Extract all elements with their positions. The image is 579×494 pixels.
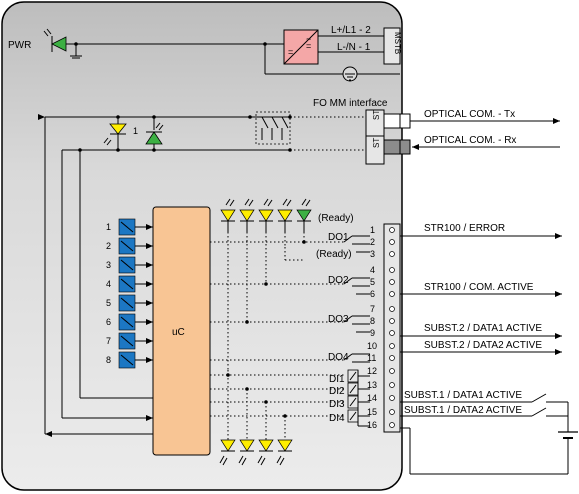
svg-text:DO1: DO1 [328, 232, 349, 243]
subst2-data1-label: SUBST.2 / DATA1 ACTIVE [424, 323, 542, 334]
fo-led-number: 1 [133, 126, 138, 136]
microcontroller-block [152, 206, 211, 456]
microcontroller-label: uC [172, 327, 185, 338]
dip-switch[interactable]: 7 [106, 332, 153, 350]
svg-text:1: 1 [370, 225, 375, 235]
led-yellow-icon [219, 439, 236, 466]
svg-text:4: 4 [106, 279, 111, 289]
svg-text:DI4: DI4 [329, 413, 345, 424]
str-error-label: STR100 / ERROR [424, 223, 505, 234]
svg-text:5: 5 [370, 277, 375, 287]
terminal-numbers: 1 2 3 4 5 6 7 8 9 10 11 12 13 14 15 16 [367, 225, 377, 430]
status-led-row-top [220, 198, 312, 232]
dip-switch[interactable]: 2 [106, 237, 153, 255]
svg-text:DI1: DI1 [329, 374, 345, 385]
led-yellow-icon [276, 439, 293, 466]
svg-text:DI2: DI2 [329, 386, 345, 397]
svg-text:3: 3 [370, 249, 375, 259]
svg-text:8: 8 [106, 355, 111, 365]
led-yellow-icon [277, 198, 293, 232]
svg-text:MSTB: MSTB [393, 32, 402, 54]
svg-text:6: 6 [106, 317, 111, 327]
supply-l-plus-label: L+/L1 - 2 [331, 25, 371, 36]
svg-text:3: 3 [106, 260, 111, 270]
subst2-data2-label: SUBST.2 / DATA2 ACTIVE [424, 340, 542, 351]
ground-icon [342, 66, 358, 82]
svg-text:ST: ST [372, 110, 381, 120]
fo-tx-led-icon [103, 123, 127, 150]
dip-switch[interactable]: 5 [106, 294, 153, 312]
fo-interface-label: FO MM interface [313, 98, 388, 109]
digital-output: DO1 [210, 232, 370, 253]
led-yellow-icon [238, 439, 255, 466]
supply-l-minus-label: L-/N - 1 [337, 42, 371, 53]
svg-text:4: 4 [370, 265, 375, 275]
svg-text:=: = [306, 41, 311, 51]
svg-text:8: 8 [370, 316, 375, 326]
svg-text:DO2: DO2 [328, 275, 349, 286]
svg-text:7: 7 [106, 336, 111, 346]
led-yellow-icon [239, 198, 255, 232]
led-green-ready-icon [296, 198, 312, 232]
svg-text:2: 2 [370, 237, 375, 247]
ready-do1-label: (Ready) [316, 249, 352, 260]
svg-text:DO4: DO4 [328, 352, 349, 363]
power-supply-icon: = ~ = [283, 29, 319, 65]
svg-text:2: 2 [106, 241, 111, 251]
svg-text:15: 15 [367, 407, 377, 417]
dip-switch[interactable]: 1 [106, 218, 153, 236]
terminal-screws [389, 227, 395, 428]
dip-switch[interactable]: 4 [106, 275, 153, 293]
subst1-data2-label: SUBST.1 / DATA2 ACTIVE [404, 405, 522, 416]
svg-text:9: 9 [370, 328, 375, 338]
svg-text:1: 1 [106, 222, 111, 232]
optical-rx-label: OPTICAL COM. - Rx [424, 135, 516, 146]
dip-switch[interactable]: 3 [106, 256, 153, 274]
svg-text:DO3: DO3 [328, 314, 349, 325]
svg-text:10: 10 [367, 341, 377, 351]
battery-icon [558, 431, 578, 439]
led-yellow-icon [258, 198, 274, 232]
pwr-led-icon [43, 28, 72, 52]
digital-input: DI3 [210, 395, 370, 410]
svg-text:~: ~ [306, 34, 311, 44]
svg-text:6: 6 [370, 289, 375, 299]
dip-switch[interactable]: 6 [106, 313, 153, 331]
svg-text:11: 11 [367, 353, 376, 363]
st-connector-tx: ST [365, 109, 411, 139]
svg-text:5: 5 [106, 298, 111, 308]
dip-switch-bank: 1 2 3 4 5 6 [106, 218, 153, 369]
digital-output: DO2 [210, 275, 370, 295]
ready-led-label: (Ready) [318, 213, 354, 224]
status-led-row-bottom [219, 439, 293, 466]
svg-text:DI3: DI3 [329, 399, 345, 410]
svg-text:=: = [288, 47, 293, 57]
st-connector-rx: ST [365, 135, 411, 165]
mstb-connector: MSTB [383, 27, 402, 65]
svg-text:12: 12 [367, 366, 377, 376]
led-yellow-icon [257, 439, 274, 466]
digital-output: DO3 [210, 314, 370, 333]
svg-text:14: 14 [367, 393, 377, 403]
terminal-strip [383, 223, 401, 433]
subst1-data1-label: SUBST.1 / DATA1 ACTIVE [404, 390, 522, 401]
led-yellow-icon [220, 198, 236, 232]
optical-tx-label: OPTICAL COM. - Tx [424, 109, 515, 120]
fo-rx-led-icon [145, 122, 164, 150]
svg-text:13: 13 [367, 380, 377, 390]
dip-switch[interactable]: 8 [106, 351, 153, 369]
svg-text:ST: ST [372, 138, 381, 148]
pwr-label: PWR [8, 40, 31, 51]
svg-text:7: 7 [370, 304, 375, 314]
fo-relay-icon [255, 111, 291, 145]
digital-output: DO4 [210, 352, 370, 363]
str-com-active-label: STR100 / COM. ACTIVE [424, 282, 534, 293]
svg-text:16: 16 [367, 420, 377, 430]
